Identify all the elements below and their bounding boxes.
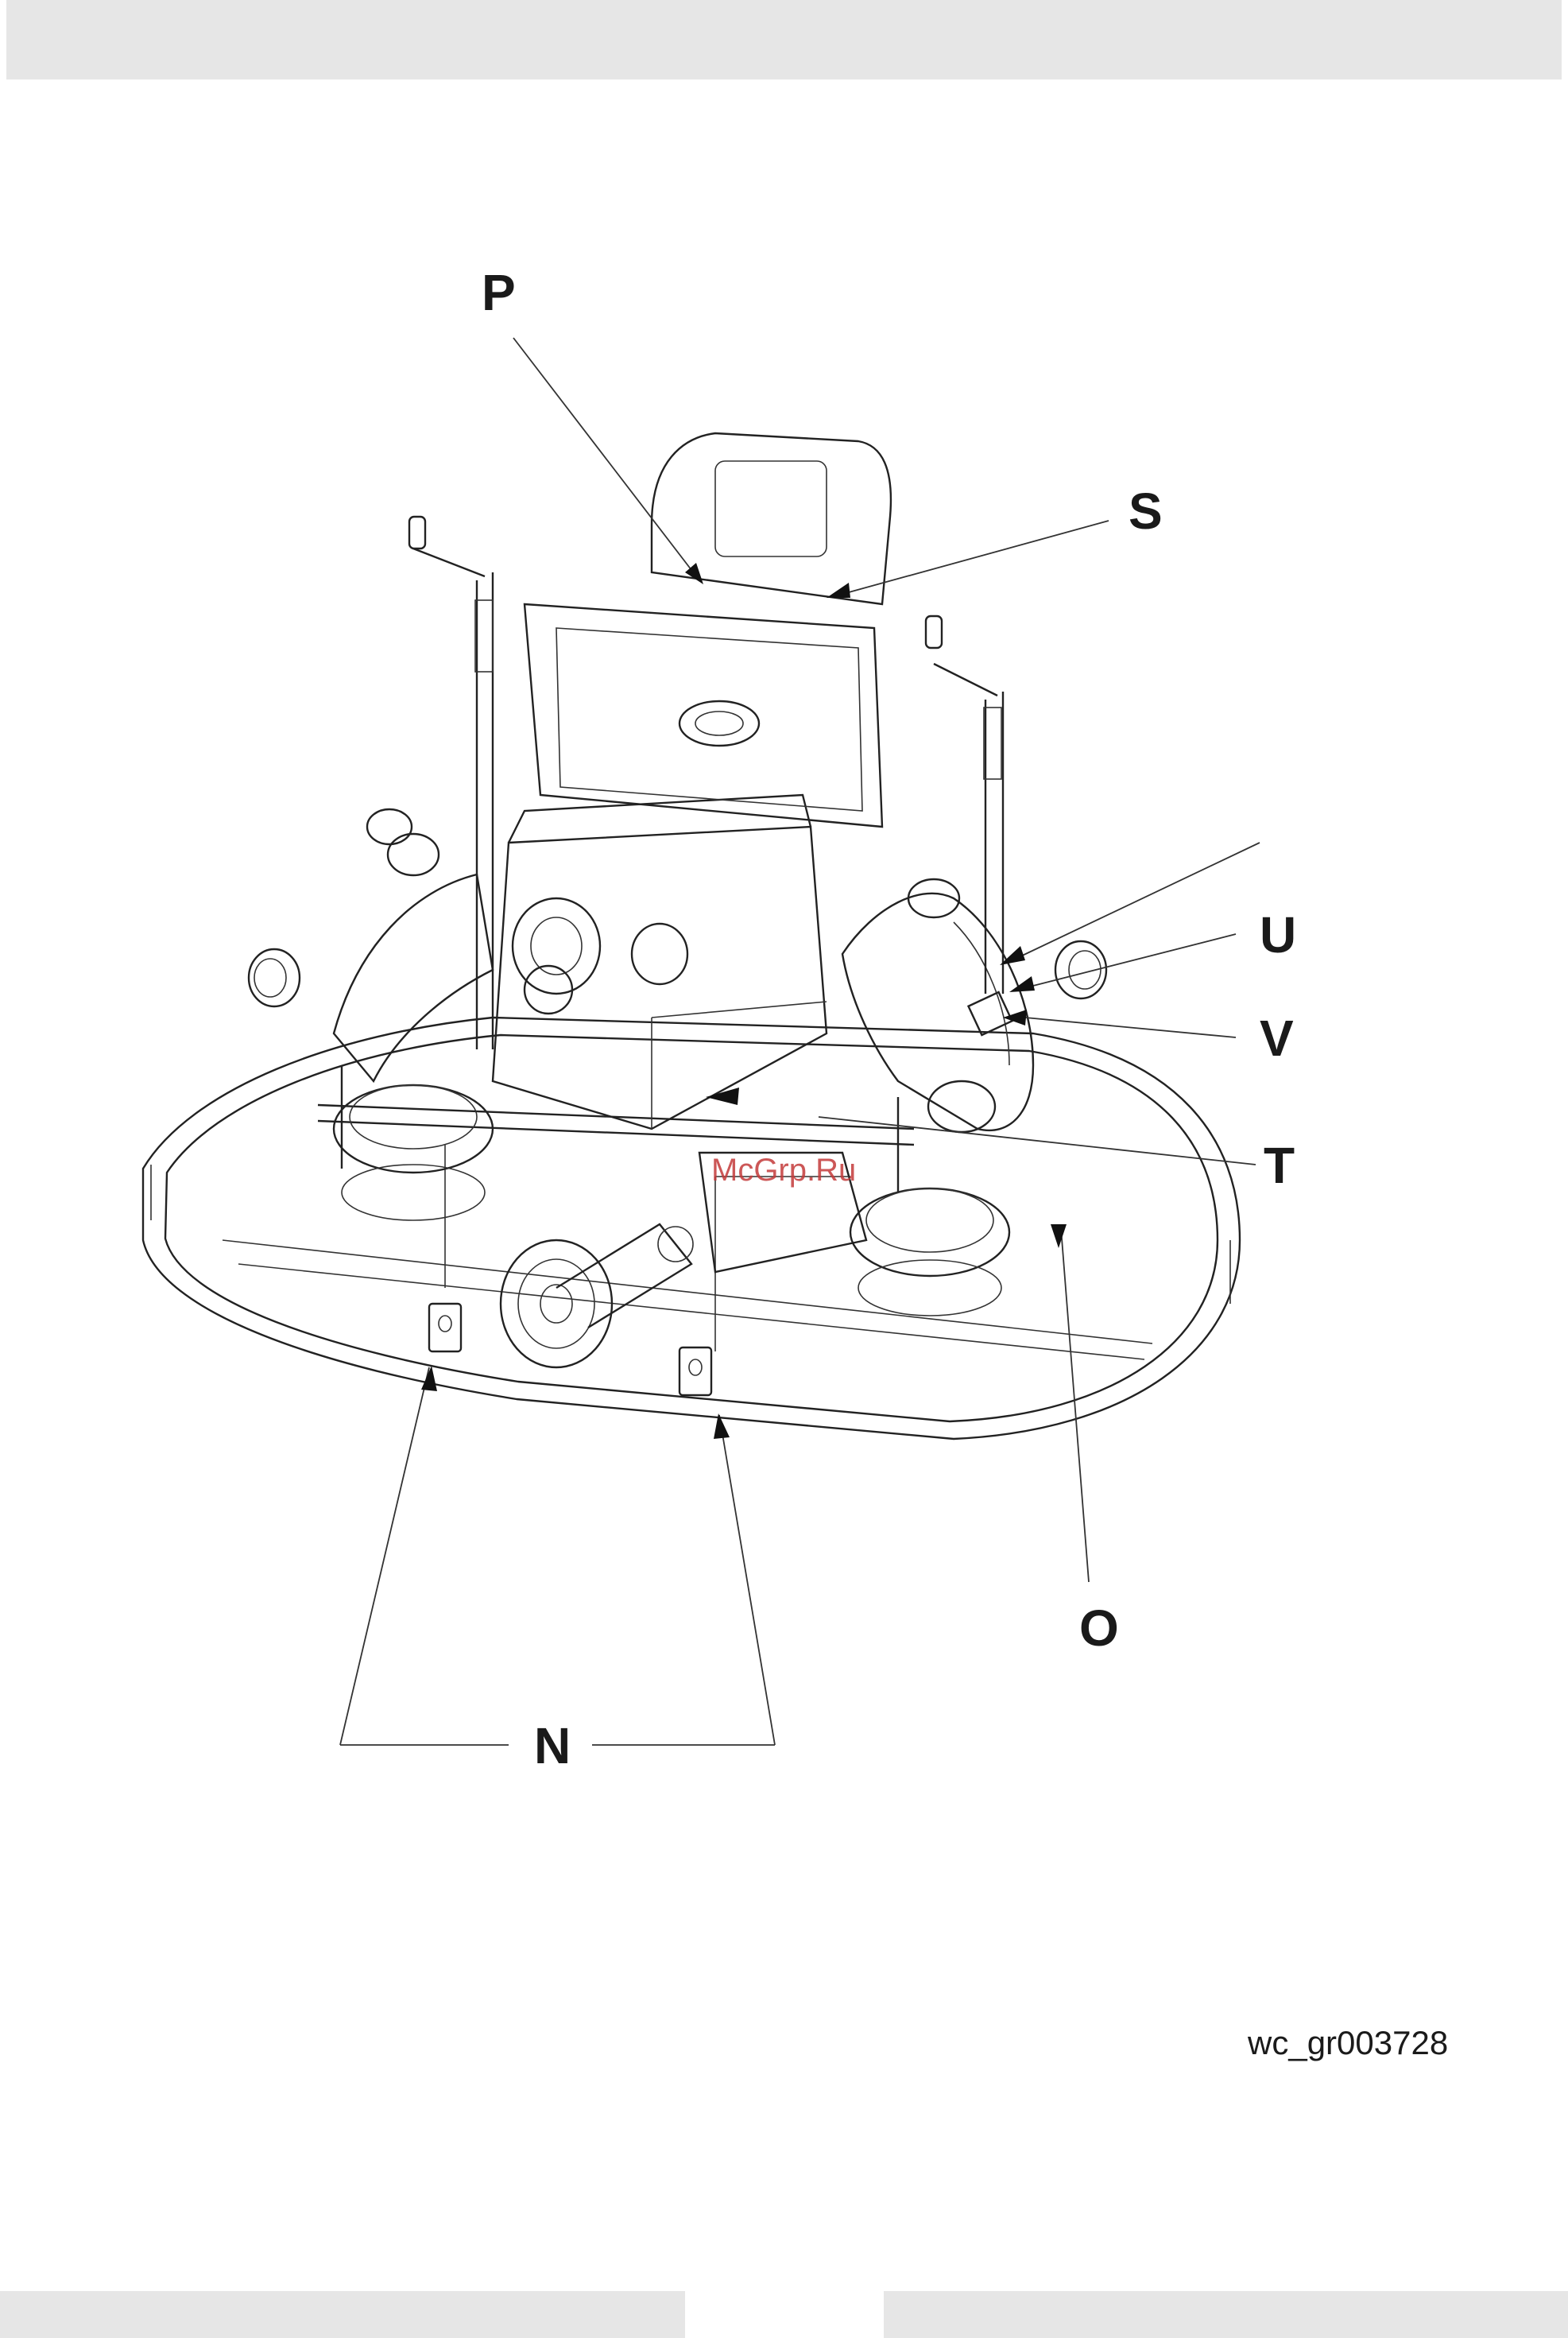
lamp-left bbox=[249, 949, 300, 1006]
guard-ring bbox=[143, 1018, 1240, 1439]
left-housing bbox=[334, 809, 493, 1081]
right-housing bbox=[842, 879, 1033, 1132]
rotor-right bbox=[850, 1188, 1009, 1316]
engine bbox=[493, 795, 827, 1129]
operator-seat bbox=[525, 433, 891, 827]
callout-P: P bbox=[482, 264, 516, 321]
center-wheel bbox=[501, 1224, 693, 1367]
steering-handle-left bbox=[409, 517, 493, 1049]
callout-T: T bbox=[1264, 1137, 1295, 1194]
callout-S: S bbox=[1129, 483, 1163, 540]
figure-id: wc_gr003728 bbox=[1248, 2024, 1448, 2062]
watermark: McGrp.Ru bbox=[711, 1153, 856, 1188]
lifting-point-right bbox=[679, 1347, 711, 1395]
lifting-point-left bbox=[429, 1304, 461, 1351]
callout-V: V bbox=[1260, 1010, 1294, 1067]
callout-O: O bbox=[1079, 1599, 1119, 1657]
callout-U: U bbox=[1260, 906, 1296, 964]
leader-lines bbox=[340, 338, 1260, 1745]
footer-bar-left bbox=[0, 2291, 685, 2338]
callout-N: N bbox=[534, 1717, 571, 1774]
lamp-right bbox=[1055, 941, 1106, 998]
rotor-left bbox=[334, 1085, 493, 1220]
footer-bar-right bbox=[884, 2291, 1568, 2338]
